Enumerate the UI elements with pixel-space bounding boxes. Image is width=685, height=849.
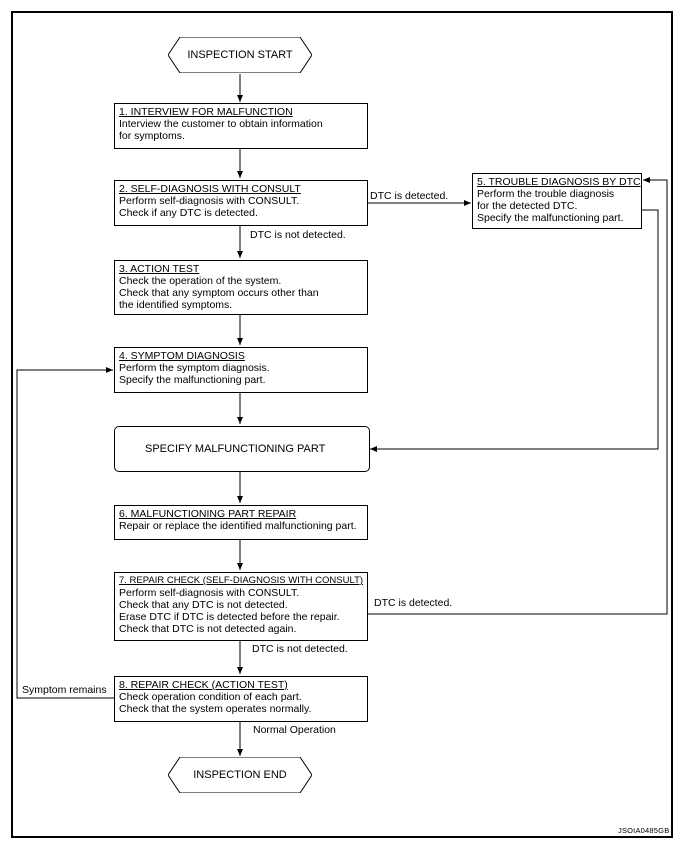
inspection-end-node: INSPECTION END [168,757,312,793]
step-3-box: 3. ACTION TEST Check the operation of th… [114,260,368,315]
step-3-line-2: Check that any symptom occurs other than [119,287,319,299]
diagram-frame [11,11,673,838]
arrow-7-to-5 [367,177,668,615]
edge-label-dtc-detected-7: DTC is detected. [374,597,453,609]
step-5-line-2: for the detected DTC. [477,200,578,212]
specify-malfunctioning-part-node: SPECIFY MALFUNCTIONING PART [114,426,370,472]
step-8-box: 8. REPAIR CHECK (ACTION TEST) Check oper… [114,676,368,722]
step-7-box: 7. REPAIR CHECK (SELF-DIAGNOSIS WITH CON… [114,572,368,641]
edge-label-symptom-remains: Symptom remains [22,684,107,696]
step-7-line-1: Perform self-diagnosis with CONSULT. [119,587,300,599]
step-1-box: 1. INTERVIEW FOR MALFUNCTION Interview t… [114,103,368,149]
edge-label-dtc-detected-2: DTC is detected. [370,190,449,202]
step-1-title: 1. INTERVIEW FOR MALFUNCTION [119,106,293,118]
step-3-title: 3. ACTION TEST [119,263,200,275]
inspection-start-node: INSPECTION START [168,37,312,73]
step-6-box: 6. MALFUNCTIONING PART REPAIR Repair or … [114,505,368,540]
step-3-line-1: Check the operation of the system. [119,275,282,287]
step-5-line-1: Perform the trouble diagnosis [477,188,615,200]
step-7-title: 7. REPAIR CHECK (SELF-DIAGNOSIS WITH CON… [119,575,364,586]
specify-malfunctioning-part-label: SPECIFY MALFUNCTIONING PART [145,443,326,455]
step-5-box: 5. TROUBLE DIAGNOSIS BY DTC Perform the … [472,173,642,229]
step-7-line-3: Erase DTC if DTC is detected before the … [119,611,340,623]
step-2-title: 2. SELF-DIAGNOSIS WITH CONSULT [119,183,301,195]
inspection-end-label: INSPECTION END [193,769,287,781]
step-1-line-1: Interview the customer to obtain informa… [119,118,323,130]
step-7-line-2: Check that any DTC is not detected. [119,599,288,611]
step-2-line-2: Check if any DTC is detected. [119,207,258,219]
edge-label-dtc-not-detected-2: DTC is not detected. [250,229,346,241]
step-3-line-3: the identified symptoms. [119,299,233,311]
step-4-line-1: Perform the symptom diagnosis. [119,362,270,374]
step-4-box: 4. SYMPTOM DIAGNOSIS Perform the symptom… [114,347,368,393]
edge-label-dtc-not-detected-7: DTC is not detected. [252,643,348,655]
step-8-title: 8. REPAIR CHECK (ACTION TEST) [119,679,288,691]
step-5-line-3: Specify the malfunctioning part. [477,212,624,224]
step-2-line-1: Perform self-diagnosis with CONSULT. [119,195,300,207]
step-1-line-2: for symptoms. [119,130,185,142]
step-6-line-1: Repair or replace the identified malfunc… [119,520,357,532]
step-2-box: 2. SELF-DIAGNOSIS WITH CONSULT Perform s… [114,180,368,226]
arrow-5-to-specify [370,209,659,452]
figure-code: JSOIA0485GB [618,826,670,835]
step-5-title: 5. TROUBLE DIAGNOSIS BY DTC [477,176,641,188]
inspection-start-label: INSPECTION START [187,49,293,61]
step-4-line-2: Specify the malfunctioning part. [119,374,266,386]
step-4-title: 4. SYMPTOM DIAGNOSIS [119,350,245,362]
arrow-8-to-4 [16,367,114,699]
step-8-line-1: Check operation condition of each part. [119,691,302,703]
step-6-title: 6. MALFUNCTIONING PART REPAIR [119,508,297,520]
edge-label-normal-operation: Normal Operation [253,724,336,736]
step-7-line-4: Check that DTC is not detected again. [119,623,297,635]
step-8-line-2: Check that the system operates normally. [119,703,312,715]
